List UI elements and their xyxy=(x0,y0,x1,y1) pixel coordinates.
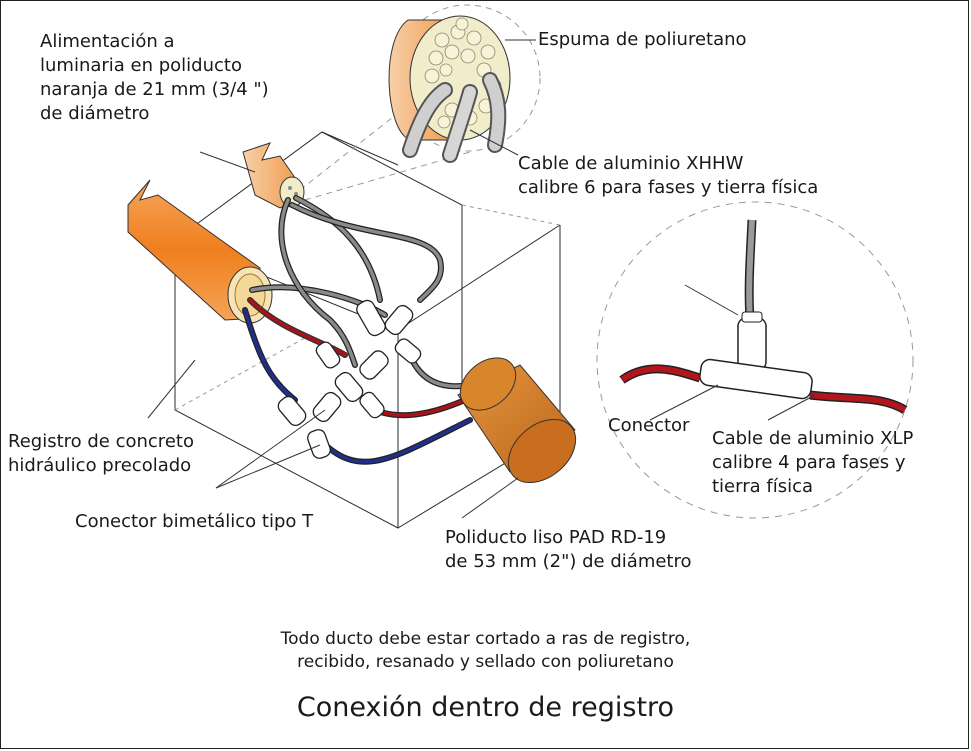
installation-note: Todo ducto debe estar cortado a ras de r… xyxy=(280,629,691,672)
xlp-cable-label: Cable de aluminio XLP calibre 4 para fas… xyxy=(712,428,914,497)
foam-label: Espuma de poliuretano xyxy=(538,29,747,50)
pad-duct-label: Poliducto liso PAD RD-19 de 53 mm (2") d… xyxy=(445,527,692,572)
t-connectors xyxy=(277,299,422,459)
cables xyxy=(242,195,473,465)
diagram-title: Conexión dentro de registro xyxy=(296,692,675,723)
feed-label: Alimentación a luminaria en poliducto na… xyxy=(40,31,269,124)
leader-lines xyxy=(147,39,816,519)
xhhw-cable-label: Cable de aluminio XHHW calibre 6 para fa… xyxy=(518,153,819,198)
connector-label: Conector xyxy=(608,415,690,436)
t-connector-label: Conector bimetálico tipo T xyxy=(75,511,314,532)
registro-label: Registro de concreto hidráulico precolad… xyxy=(8,431,194,476)
pad-duct xyxy=(457,357,577,484)
connector-detail-callout xyxy=(596,201,914,519)
foam-detail-callout xyxy=(299,4,541,201)
